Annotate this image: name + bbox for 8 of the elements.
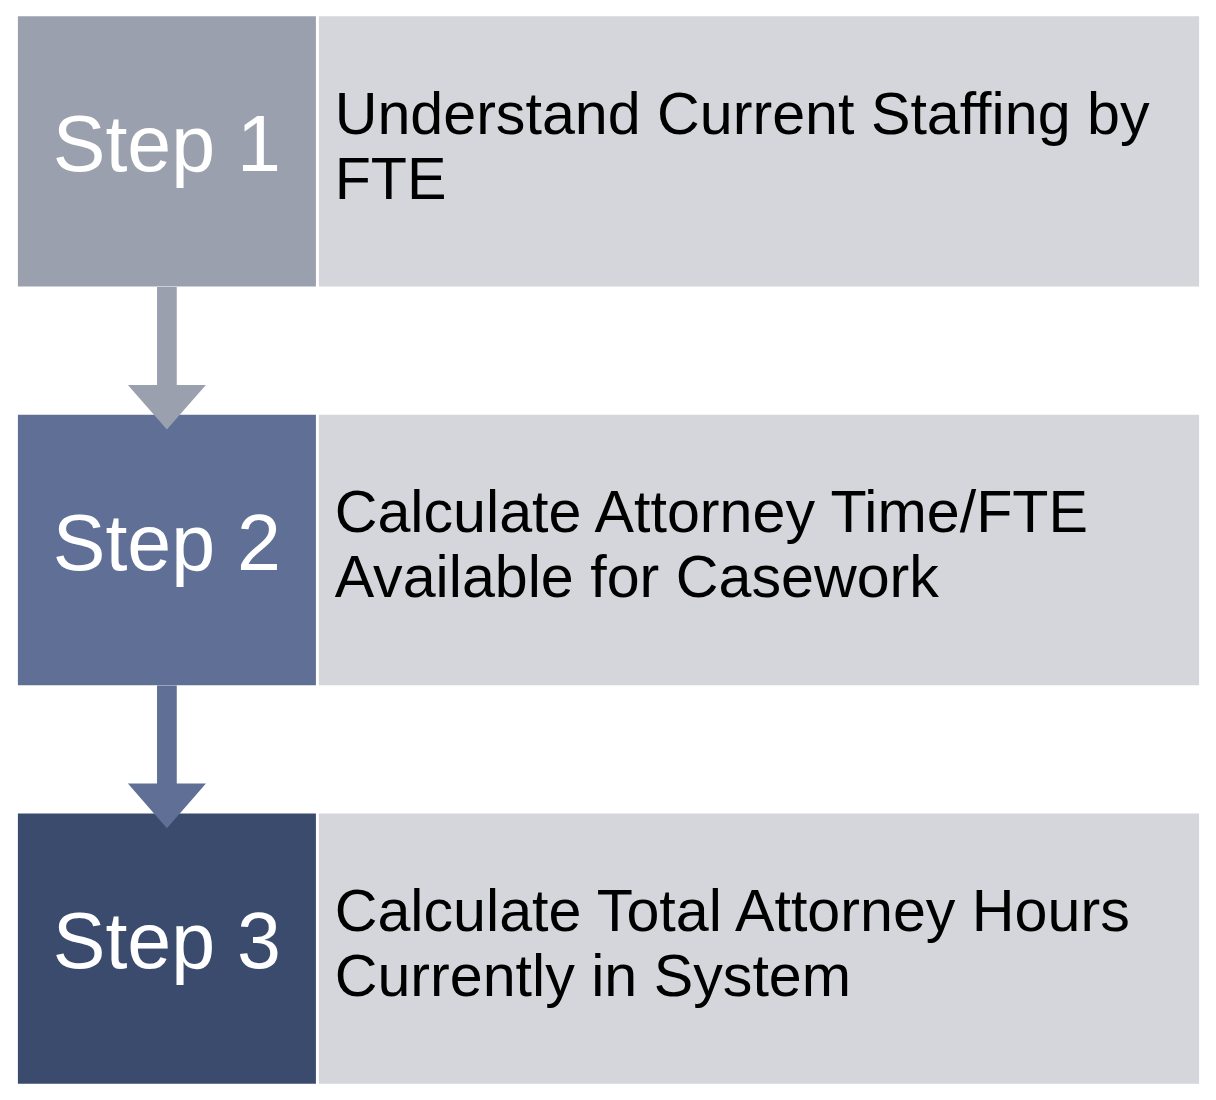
arrow <box>127 286 206 430</box>
node-box: Calculate Attorney Time/FTE Available for Casework <box>318 414 1199 686</box>
arrow <box>127 685 206 829</box>
node-box: Step 3 <box>17 813 316 1084</box>
node-box: Step 2 <box>17 414 316 686</box>
node-box: Step 1 <box>17 16 316 287</box>
node-box: Calculate Total Attorney Hours Currently in System <box>318 813 1199 1084</box>
node-box: Understand Current Staffing by FTE <box>318 16 1199 287</box>
